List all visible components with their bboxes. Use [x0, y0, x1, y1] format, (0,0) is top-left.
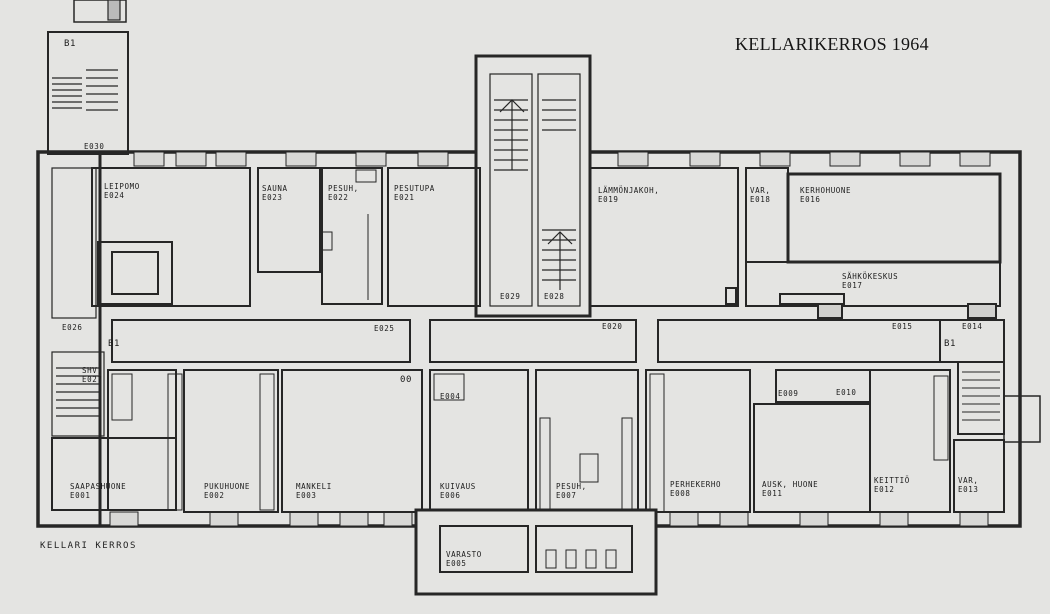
room-code: E028 — [544, 292, 565, 301]
room-code: E009 — [778, 389, 799, 398]
upper-room-walls — [91, 167, 1002, 319]
misc-mark: 00 — [400, 375, 413, 385]
west-wing-outline — [36, 150, 105, 528]
room-code: E014 — [962, 322, 983, 331]
stair-mark: B1 — [64, 39, 77, 49]
drawing-title: KELLARIKERROS 1964 — [735, 34, 929, 54]
room-code: E015 — [892, 322, 913, 331]
room-code: E004 — [440, 392, 461, 401]
room-label: SHV,E027 — [82, 366, 103, 384]
room-code: E010 — [836, 388, 857, 397]
room-label: VAR,E018 — [750, 186, 771, 204]
bottom-windows — [109, 511, 989, 527]
room-label: PESUH,E007 — [556, 482, 587, 500]
central-stair-tower — [474, 54, 592, 318]
room-code: E029 — [500, 292, 521, 301]
south-entrance-extension — [414, 508, 658, 596]
room-label: PESUH,E022 — [328, 184, 359, 202]
room-code: E020 — [602, 322, 623, 331]
top-windows — [133, 151, 991, 167]
room-code: E030 — [84, 142, 105, 151]
drawing-caption: KELLARI KERROS — [40, 541, 137, 551]
corridor-walls — [111, 319, 1005, 363]
stair-mark: B1 — [944, 339, 957, 349]
lower-room-walls — [51, 361, 1041, 513]
stair-mark: B1 — [108, 339, 121, 349]
room-label: LÄMMÖNJAKOH,E019 — [598, 186, 660, 204]
room-label: VAR,E013 — [958, 476, 979, 494]
room-code: E025 — [374, 324, 395, 333]
stair-tower-northwest — [47, 0, 129, 155]
room-code: E026 — [62, 323, 83, 332]
